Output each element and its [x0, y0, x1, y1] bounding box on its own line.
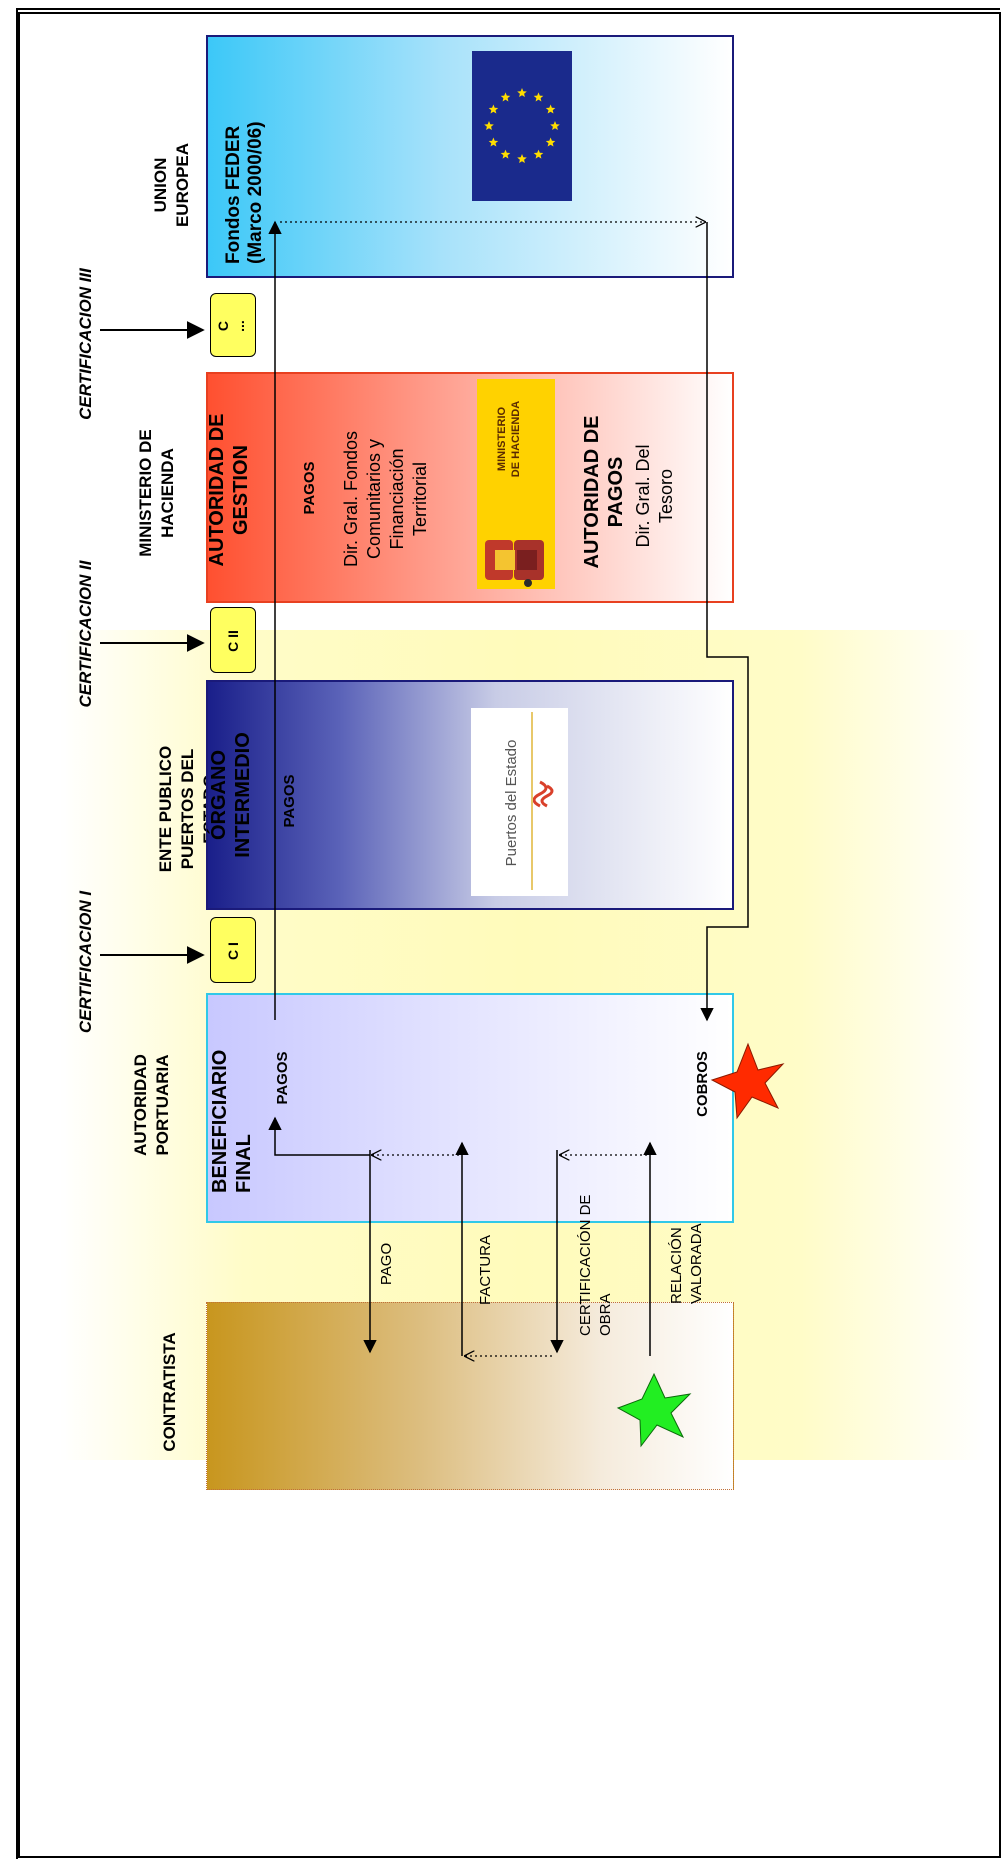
- label-contratista: CONTRATISTA: [160, 1332, 179, 1452]
- outer-frame: [16, 8, 1000, 1859]
- beneficiario-final-title: BENEFICIARIO FINAL: [209, 1049, 255, 1193]
- scroll-c2-text: C II: [225, 630, 241, 652]
- beneficiario-cobros-label: COBROS: [694, 1051, 711, 1117]
- label-ministerio-hacienda: MINISTERIO DE HACIENDA: [136, 429, 177, 557]
- label-autoridad-portuaria: AUTORIDAD PORTUARIA: [131, 1054, 172, 1156]
- gestion-pagos-label: PAGOS: [301, 461, 318, 515]
- scroll-certificacion-iii: [210, 293, 256, 357]
- beneficiario-pagos-label: PAGOS: [274, 1051, 291, 1105]
- box-beneficiario-final: [206, 993, 734, 1223]
- flow-relacion-valorada-label: RELACIÓN VALORADA: [668, 1223, 705, 1304]
- box-organo-intermedio: [206, 680, 734, 910]
- box-contratista: [206, 1302, 734, 1490]
- label-certificacion-ii: CERTIFICACION II: [76, 560, 95, 708]
- scroll-c3-text: C ...: [215, 320, 247, 332]
- label-union-europea: UNION EUROPEA: [151, 142, 192, 228]
- flow-certificacion-obra-label: CERTIFICACIÓN DE OBRA: [577, 1194, 614, 1336]
- flow-factura-label: FACTURA: [477, 1235, 494, 1306]
- organo-intermedio-title: ÓRGANO INTERMEDIO: [208, 732, 254, 858]
- scroll-certificacion-ii: [210, 607, 256, 673]
- label-certificacion-iii: CERTIFICACION III: [76, 268, 95, 420]
- puertos-logo-text: Puertos del Estado: [503, 739, 520, 867]
- intermedio-pagos-label: PAGOS: [281, 774, 298, 828]
- flow-pago-label: PAGO: [378, 1242, 395, 1286]
- box-fondos-feder: [206, 35, 734, 278]
- gestion-direccion: Dir. Gral. Fondos Comunitarios y Financi…: [341, 430, 430, 568]
- pagos-direccion: Dir. Gral. Del Tesoro: [633, 444, 676, 548]
- autoridad-pagos-title: AUTORIDAD DE PAGOS: [581, 415, 627, 569]
- fondos-feder-title: Fondos FEDER (Marco 2000/06): [223, 121, 266, 264]
- scroll-c1-text: C I: [225, 942, 241, 960]
- diagram-frame: [18, 12, 1001, 1858]
- box-ministerio-hacienda: [206, 372, 734, 603]
- ministerio-logo-text: MINISTERIO DE HACIENDA: [496, 400, 522, 478]
- label-certificacion-i: CERTIFICACION I: [76, 890, 95, 1034]
- autoridad-gestion-title: AUTORIDAD DE GESTION: [206, 413, 252, 567]
- scroll-certificacion-i: [210, 917, 256, 983]
